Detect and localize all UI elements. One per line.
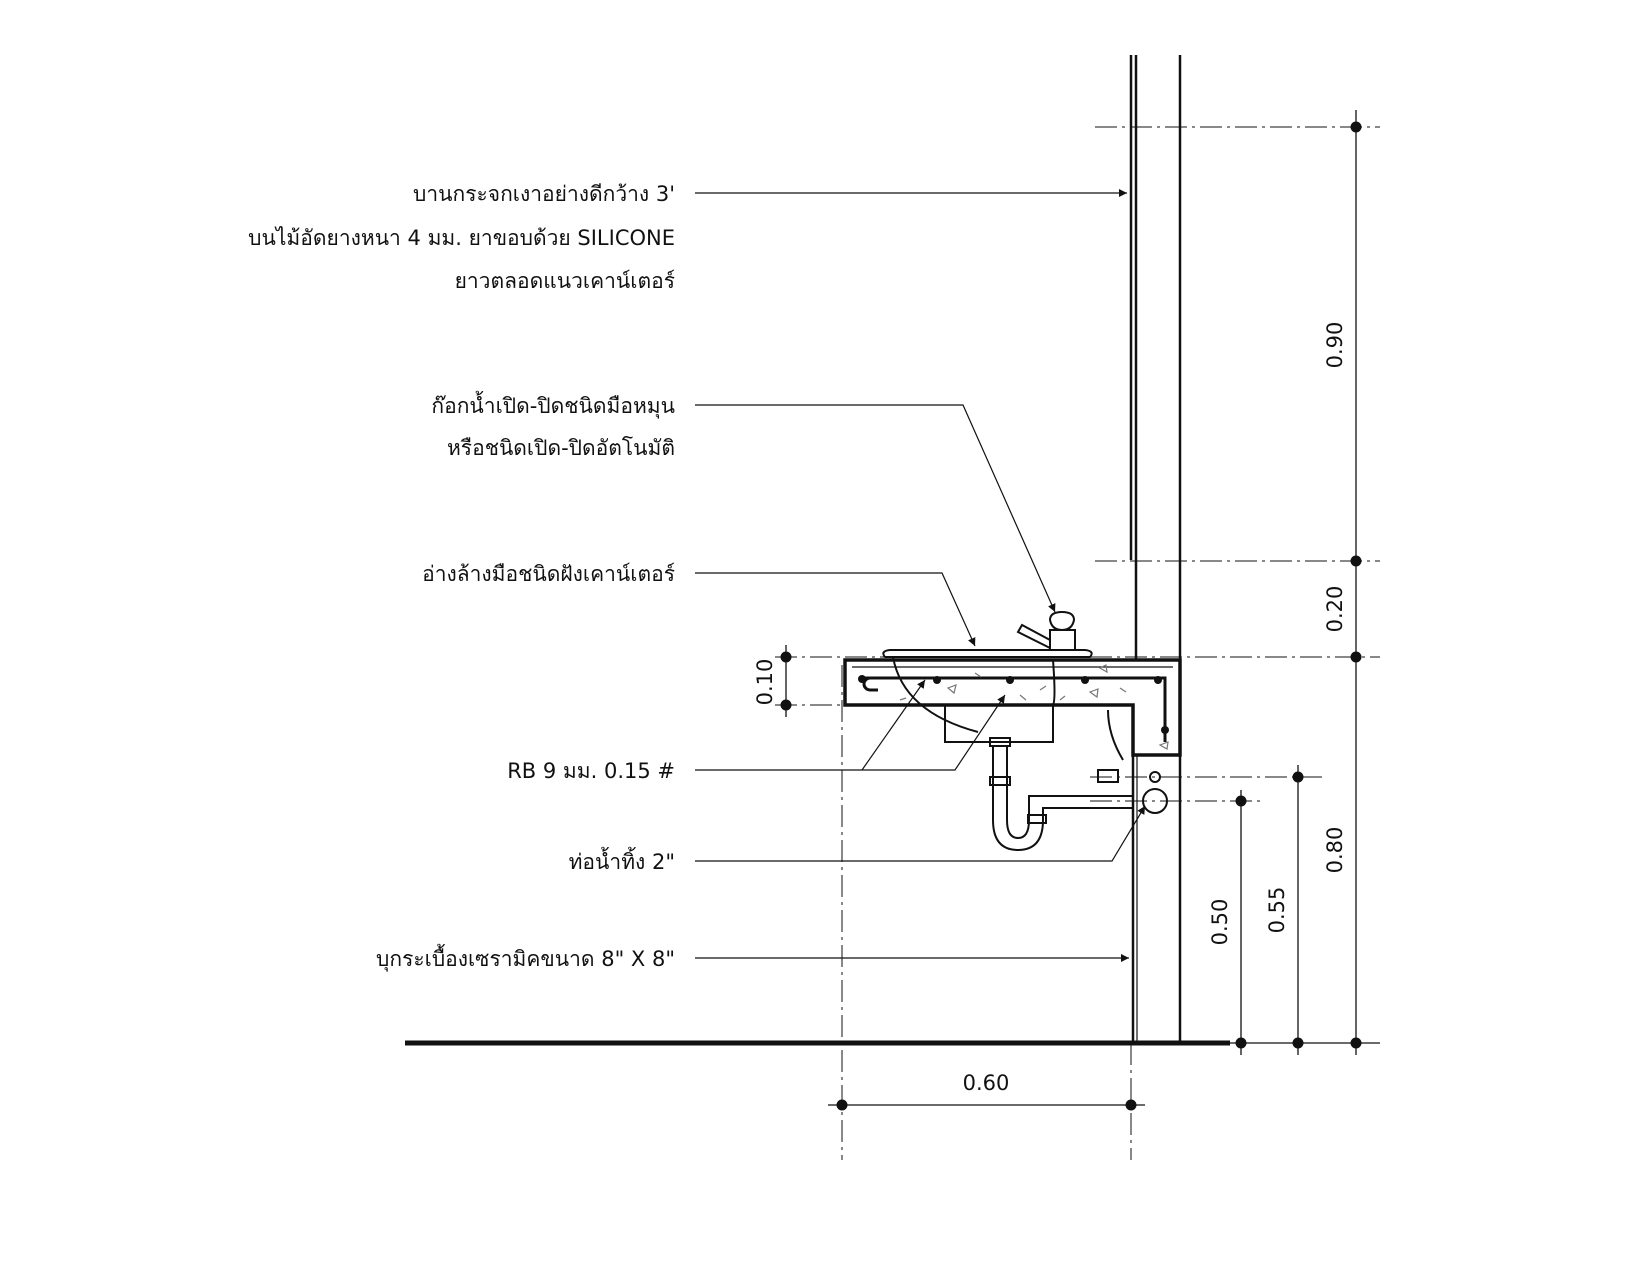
drain-pipe bbox=[989, 709, 1168, 852]
dim-backsplash: 0.20 bbox=[1323, 586, 1347, 633]
dim-slab-thickness: 0.10 bbox=[753, 659, 777, 706]
note-rebar: RB 9 มม. 0.15 # bbox=[507, 759, 675, 783]
leader-lines bbox=[695, 189, 1146, 962]
dimension-labels: 0.90 0.20 0.80 0.55 0.50 0.10 0.60 bbox=[753, 322, 1347, 1095]
dim-supply-height: 0.55 bbox=[1265, 887, 1289, 934]
notes: บานกระจกเงาอย่างดีกว้าง 3' บนไม้อัดยางหน… bbox=[248, 182, 675, 972]
wall bbox=[1129, 55, 1182, 1043]
note-drain: ท่อน้ำทิ้ง 2" bbox=[569, 847, 675, 874]
note-mirror-2: บนไม้อัดยางหนา 4 มม. ยาขอบด้วย SILICONE bbox=[248, 226, 675, 250]
concrete-counter bbox=[843, 658, 1182, 757]
note-faucet-1: ก๊อกน้ำเปิด-ปิดชนิดมือหมุน bbox=[431, 391, 675, 419]
dim-counter-height: 0.80 bbox=[1323, 827, 1347, 874]
dim-drain-height: 0.50 bbox=[1208, 899, 1232, 946]
basin bbox=[882, 649, 1093, 743]
note-mirror-3: ยาวตลอดแนวเคาน์เตอร์ bbox=[455, 269, 675, 293]
faucet-icon bbox=[1016, 610, 1076, 650]
note-tile: บุกระเบื้องเซรามิคขนาด 8" X 8" bbox=[376, 944, 675, 972]
dim-counter-depth: 0.60 bbox=[963, 1071, 1010, 1095]
note-mirror-1: บานกระจกเงาอย่างดีกว้าง 3' bbox=[413, 182, 675, 206]
dim-mirror-height: 0.90 bbox=[1323, 322, 1347, 369]
note-faucet-2: หรือชนิดเปิด-ปิดอัตโนมัติ bbox=[447, 436, 675, 460]
extension-lines bbox=[775, 126, 1380, 1160]
dimension-lines bbox=[780, 110, 1380, 1111]
note-basin: อ่างล้างมือชนิดฝังเคาน์เตอร์ bbox=[422, 562, 675, 586]
